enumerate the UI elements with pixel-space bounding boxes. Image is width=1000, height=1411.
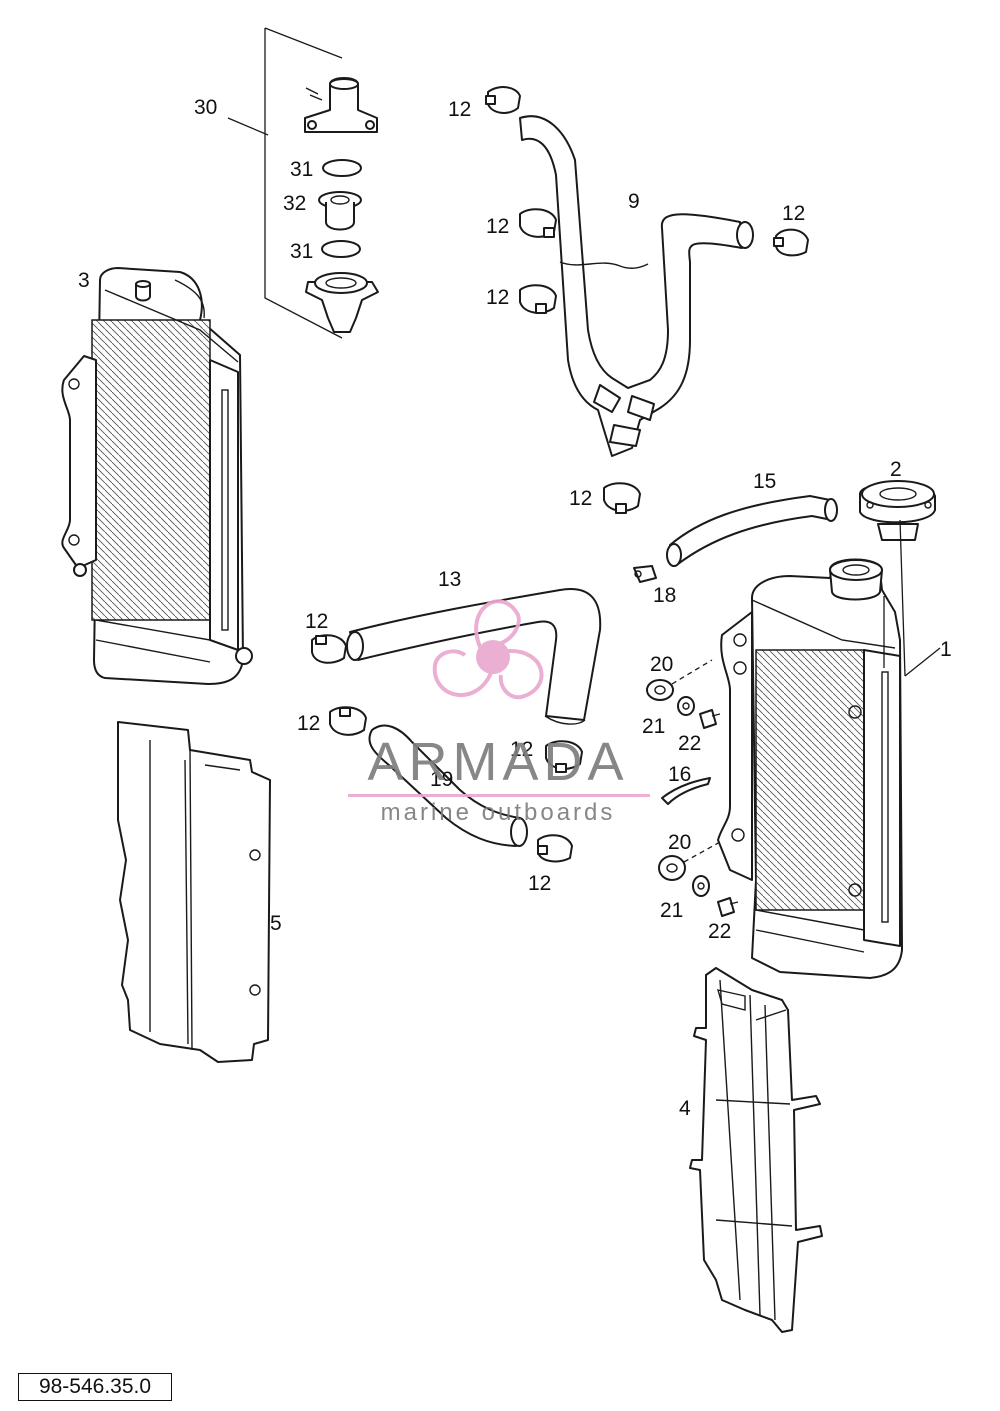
grommet [646, 679, 674, 701]
callout-3: 3 [78, 269, 90, 292]
radiator-shroud-left [117, 721, 271, 1063]
callout-12: 12 [486, 286, 509, 309]
grommet [658, 855, 686, 881]
callout-4: 4 [679, 1097, 691, 1120]
hose-clamp [545, 740, 583, 773]
callout-18: 18 [653, 584, 676, 607]
watermark-tagline: marine outboards [381, 799, 616, 826]
callout-2: 2 [890, 458, 902, 481]
thermostat [318, 191, 362, 231]
callout-12: 12 [782, 202, 805, 225]
hose-clamp [603, 482, 641, 514]
watermark-brand: ARMADA [367, 732, 628, 792]
watermark: ARMADA marine outboards [348, 599, 650, 826]
hose-clamp [485, 86, 521, 114]
bolt [717, 897, 739, 917]
o-ring-lower [321, 240, 361, 258]
callout-22: 22 [708, 920, 731, 943]
hose-upper-y [519, 115, 754, 457]
radiator-right [717, 558, 903, 979]
callout-15: 15 [753, 470, 776, 493]
radiator-cap [859, 480, 936, 541]
callout-12: 12 [528, 872, 551, 895]
o-ring-upper [322, 159, 362, 177]
hose-lower [368, 724, 528, 847]
hose-clamp [311, 634, 347, 664]
callout-32: 32 [283, 192, 306, 215]
thermostat-housing-lower [305, 272, 379, 333]
callout-12: 12 [305, 610, 328, 633]
hose-clamp [329, 706, 367, 736]
hose-clamp [773, 228, 809, 257]
callout-31: 31 [290, 240, 313, 263]
callout-9: 9 [628, 190, 640, 213]
hose-clamp [519, 284, 557, 314]
hose-clip-small [633, 565, 657, 583]
callout-16: 16 [668, 763, 691, 786]
callout-21: 21 [660, 899, 683, 922]
hose-clamp [519, 208, 557, 238]
callout-12: 12 [448, 98, 471, 121]
callout-12: 12 [297, 712, 320, 735]
washer [677, 696, 695, 716]
hose-lower-upper [346, 588, 602, 725]
callout-20: 20 [650, 653, 673, 676]
callout-5: 5 [270, 912, 282, 935]
callout-13: 13 [438, 568, 461, 591]
callout-21: 21 [642, 715, 665, 738]
callout-12: 12 [510, 738, 533, 761]
wire-clip [661, 777, 711, 805]
callout-1: 1 [940, 638, 952, 661]
callout-22: 22 [678, 732, 701, 755]
washer [692, 875, 710, 897]
propeller-logo-icon [432, 599, 544, 700]
callout-20: 20 [668, 831, 691, 854]
callout-31: 31 [290, 158, 313, 181]
callout-12: 12 [569, 487, 592, 510]
hose-clamp [537, 834, 573, 863]
callout-30: 30 [194, 96, 217, 119]
thermostat-assembly [227, 27, 379, 339]
callout-19: 19 [430, 768, 453, 791]
radiator-shroud-right [689, 967, 823, 1333]
radiator-left [61, 267, 253, 685]
overflow-hose [666, 495, 838, 567]
drawing-number: 98-546.35.0 [18, 1373, 172, 1401]
callout-12: 12 [486, 215, 509, 238]
bolt [699, 709, 721, 729]
thermostat-housing-upper [304, 77, 378, 133]
